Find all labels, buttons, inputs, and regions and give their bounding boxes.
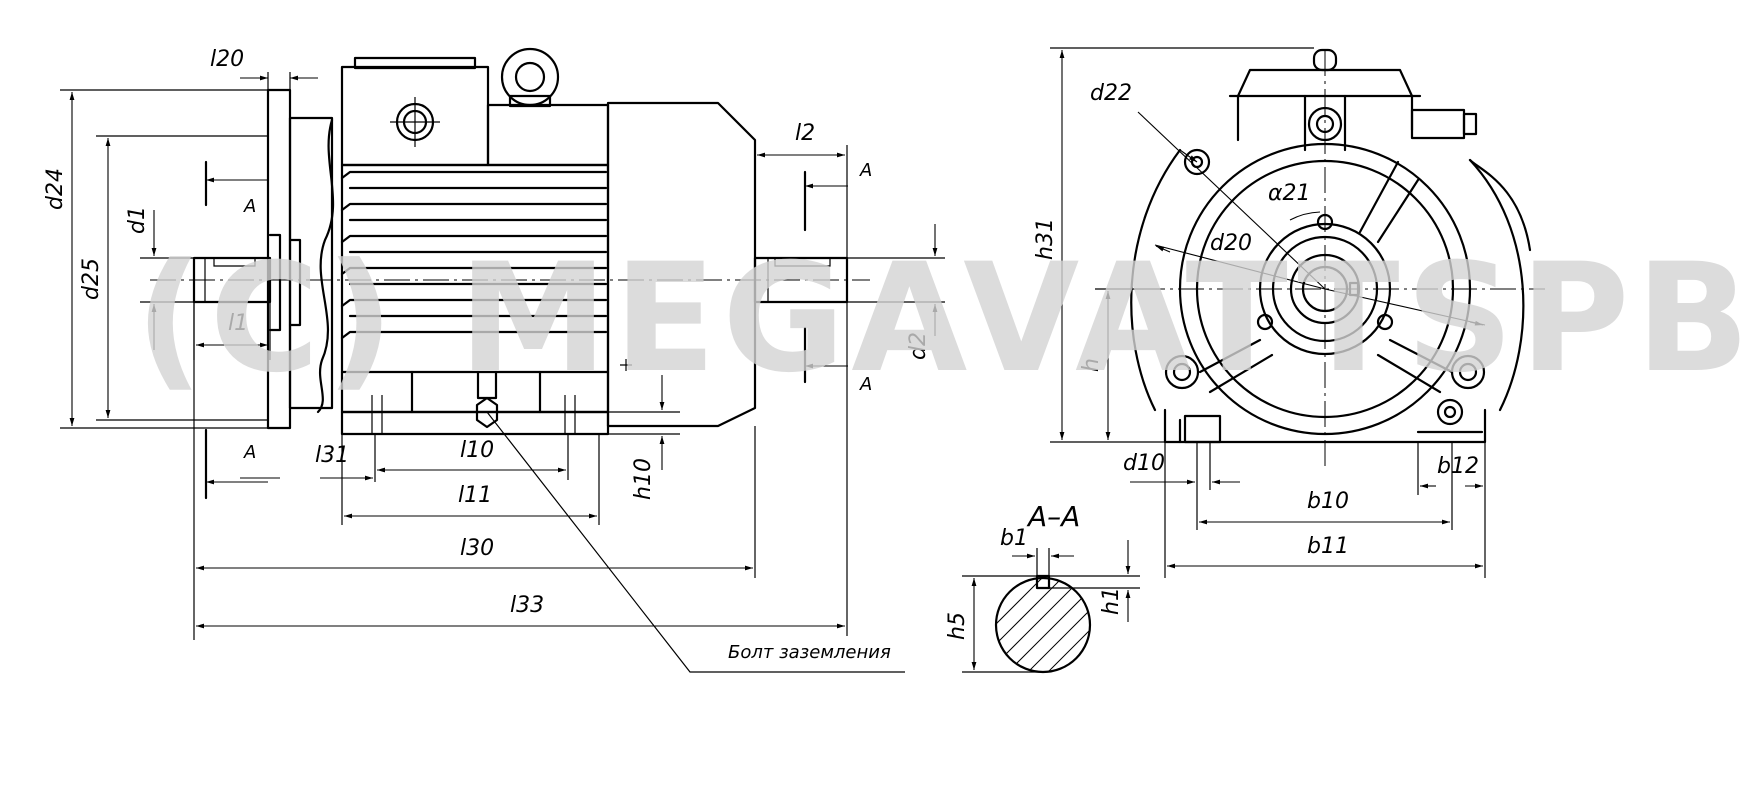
housing-bolt [1164,354,1200,390]
dim-l20: l20 [210,47,244,72]
section-markers: A A A A [204,160,872,500]
flange [252,88,334,430]
lift-lug [1312,48,1338,72]
front-feet [1163,408,1487,444]
dim-d22: d22 [1090,81,1132,106]
section-a-a: A–A b1 h1 h5 [945,500,1140,674]
section-title: A–A [1026,500,1080,533]
eyebolt [500,47,560,108]
flange-hub [1258,222,1392,356]
housing-bolt [1450,354,1486,390]
dim-d10: d10 [1123,451,1165,476]
dim-d25: d25 [79,258,104,300]
top-bolt [1307,106,1343,142]
dim-d20: d20 [1210,231,1252,256]
ground-bolt-label: Болт заземления [728,642,891,663]
section-marker-text: A [859,160,872,181]
dim-h5: h5 [945,612,970,640]
spoke [1358,160,1420,244]
spoke [1376,338,1454,394]
dim-b11: b11 [1307,534,1349,559]
hub-bolt [1256,313,1274,331]
dim-b12: b12 [1437,454,1479,479]
section-marker-text: A [243,196,256,217]
hub-bolt [1316,213,1334,231]
section-marker-text: A [859,374,872,395]
terminal-box [340,56,610,167]
dim-l11: l11 [458,483,492,508]
spoke [1198,338,1274,394]
end-shield-outer [1178,142,1472,436]
dim-l2: l2 [795,121,815,146]
section-marker-text: A [243,442,256,463]
side-dimensions: l20 d24 d25 d1 l1 l2 [43,47,945,673]
fan-cover [606,101,757,428]
housing-bolt [1436,398,1464,426]
dim-d2: d2 [906,332,931,360]
dim-b1: b1 [1000,526,1028,551]
front-view: d22 d20 α21 h31 h d10 b12 b10 b11 [1033,47,1545,578]
dim-alpha21: α21 [1268,181,1311,206]
dim-h1: h1 [1099,587,1124,615]
cable-gland [1410,108,1478,140]
dim-h: h [1079,358,1104,372]
section-hatching [996,578,1090,672]
dim-l10: l10 [460,438,494,463]
shaft-end [1301,265,1349,313]
dim-b10: b10 [1307,489,1349,514]
housing-outline [1130,148,1525,412]
dim-d24: d24 [43,168,68,210]
watermark: (C) MEGAVATTSPB.RU [135,232,1763,406]
hub-bolt [1376,313,1394,331]
dim-l1: l1 [228,311,248,336]
dim-h31: h31 [1033,218,1058,260]
dim-l30: l30 [460,536,494,561]
dim-l31: l31 [315,443,349,468]
side-view: A A A A l20 d24 d25 d1 [43,47,945,673]
dim-d1: d1 [125,206,150,234]
dim-l33: l33 [510,593,544,618]
stator-body [316,118,610,414]
dim-h10: h10 [631,458,656,500]
housing-bolt [1183,148,1211,176]
